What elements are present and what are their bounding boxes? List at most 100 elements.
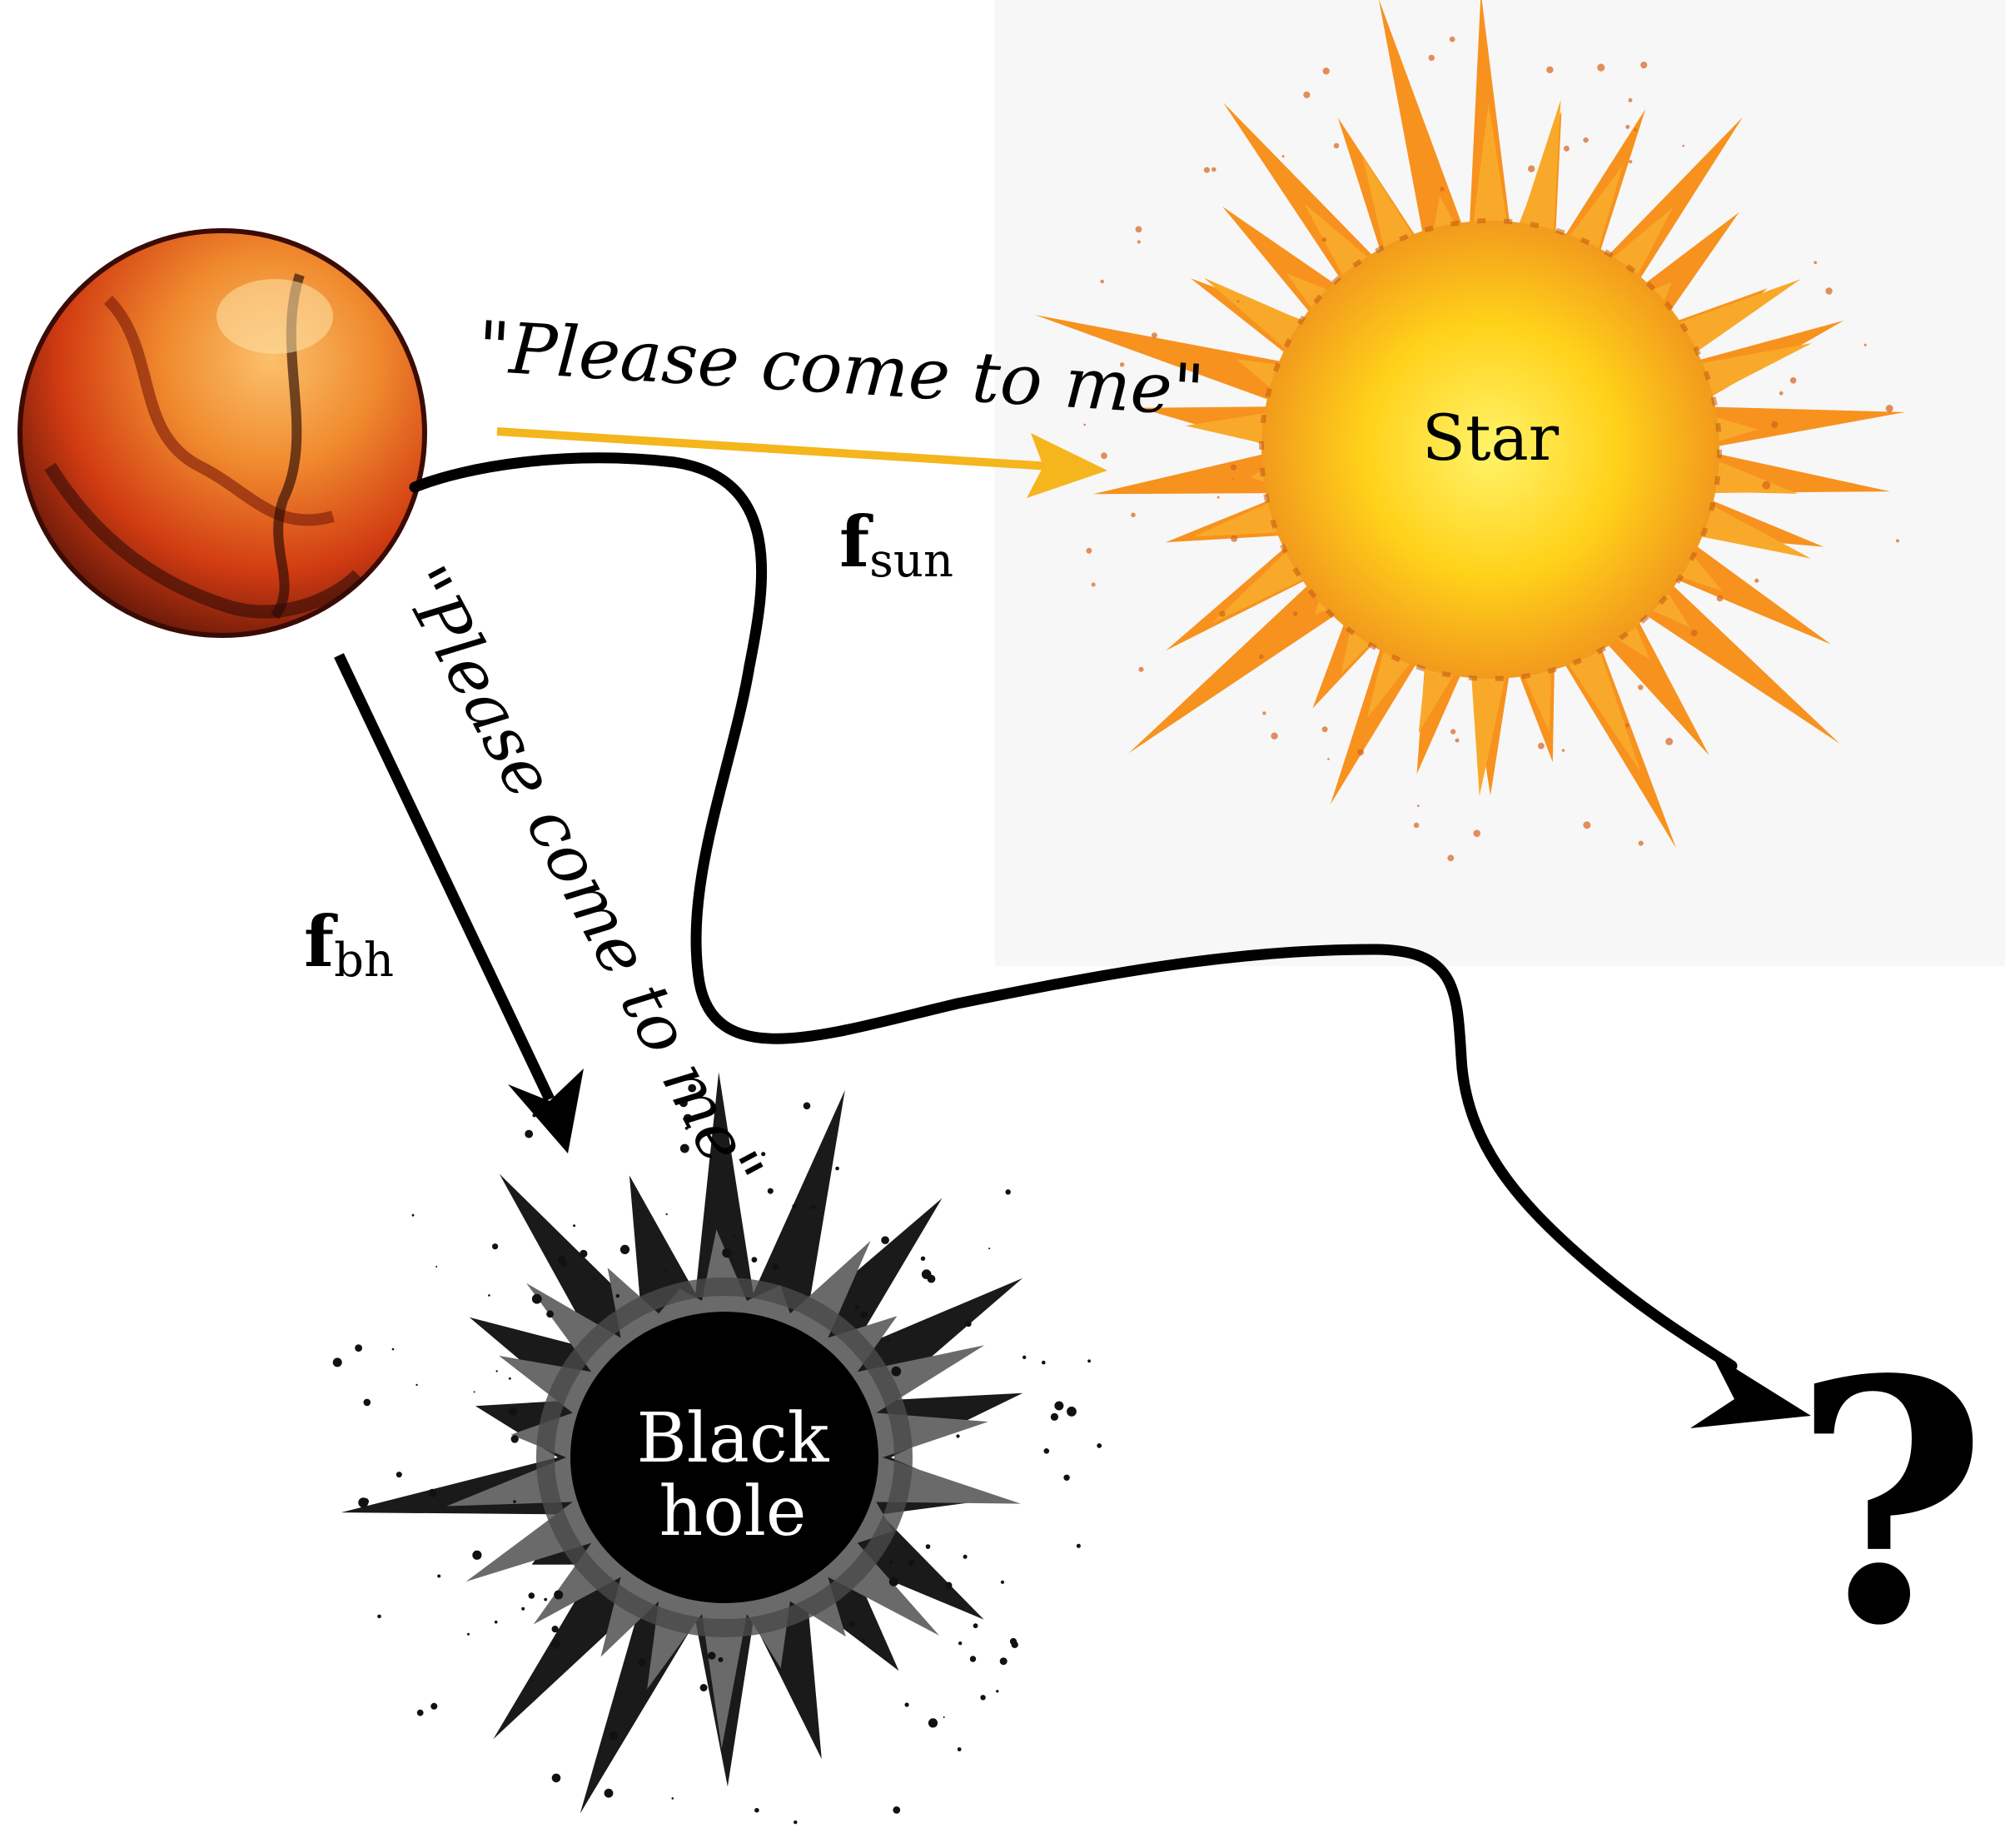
splatter-dot [1885, 405, 1893, 412]
splatter-dot [1009, 1637, 1017, 1646]
splatter-dot [508, 1377, 511, 1380]
splatter-dot [473, 1391, 475, 1393]
splatter-dot [1665, 737, 1674, 745]
splatter-dot [1219, 610, 1226, 617]
splatter-dot [355, 1344, 362, 1352]
splatter-dot [1067, 1407, 1077, 1417]
splatter-dot [772, 1263, 779, 1270]
splatter-dot [428, 1488, 437, 1497]
splatter-dot [988, 1248, 991, 1250]
splatter-dot [1538, 742, 1545, 750]
splatter-dot [358, 1497, 369, 1508]
splatter-dot [1428, 54, 1435, 62]
splatter-dot [1473, 829, 1480, 837]
force-sun-subscript: sun [869, 534, 953, 588]
splatter-dot [999, 1657, 1007, 1666]
splatter-dot [943, 1716, 945, 1718]
splatter-dot [1005, 1189, 1011, 1195]
splatter-dot [638, 1658, 646, 1666]
force-bh-label: fbh [304, 900, 394, 988]
splatter-dot [1321, 237, 1327, 242]
splatter-dot [925, 1544, 931, 1549]
splatter-dot [671, 1797, 674, 1800]
splatter-dot [508, 1407, 518, 1416]
splatter-dot [792, 1203, 797, 1209]
splatter-dot [956, 1434, 960, 1438]
splatter-dot [1271, 732, 1278, 740]
splatter-dot [689, 1096, 692, 1100]
splatter-dot [1449, 36, 1455, 42]
splatter-dot [521, 1606, 525, 1611]
splatter-dot [803, 1102, 811, 1110]
splatter-dot [1086, 547, 1092, 554]
splatter-dot [1216, 496, 1220, 499]
splatter-dot [1825, 287, 1833, 295]
splatter-dot [1303, 91, 1311, 98]
splatter-dot [957, 1747, 962, 1751]
splatter-dot [510, 1435, 519, 1443]
splatter-dot [415, 1383, 418, 1387]
splatter-dot [1076, 1543, 1081, 1548]
splatter-dot [1813, 261, 1818, 265]
splatter-dot [1896, 539, 1899, 543]
splatter-dot [854, 1304, 860, 1310]
splatter-dot [492, 1243, 499, 1250]
splatter-dot [1440, 187, 1445, 192]
splatter-dot [1131, 512, 1136, 518]
splatter-dot [718, 1656, 724, 1662]
splatter-dot [363, 1398, 371, 1407]
splatter-dot [965, 1321, 972, 1327]
splatter-dot [1447, 854, 1455, 862]
black-hole-label-line1: Black [637, 1399, 830, 1478]
splatter-dot [1762, 481, 1771, 490]
splatter-dot [467, 1632, 470, 1636]
black-hole-icon [332, 1072, 1102, 1825]
splatter-dot [664, 1269, 668, 1273]
splatter-dot [928, 1718, 938, 1728]
splatter-dot [546, 1310, 554, 1318]
splatter-dot [679, 1098, 688, 1108]
splatter-dot [544, 1597, 548, 1601]
splatter-dot [615, 1293, 619, 1298]
splatter-dot [551, 1626, 559, 1633]
splatter-dot [889, 1561, 893, 1565]
splatter-dot [1789, 377, 1797, 384]
splatter-dot [665, 1213, 668, 1216]
splatter-dot [1638, 840, 1644, 846]
splatter-dot [1259, 654, 1264, 660]
splatter-dot [963, 1554, 968, 1559]
splatter-dot [699, 1684, 708, 1691]
black-hole-label-line2: hole [659, 1472, 807, 1552]
sun-icon [1035, 0, 1906, 862]
splatter-dot [551, 1773, 561, 1783]
splatter-dot [811, 1204, 816, 1209]
splatter-dot [722, 1248, 732, 1258]
arrow-to-black-hole-head [508, 1068, 584, 1153]
splatter-dot [1203, 167, 1210, 173]
star-label: Star [1422, 401, 1560, 475]
splatter-dot [411, 1213, 415, 1217]
planet-icon [17, 228, 427, 638]
splatter-dot [794, 1701, 797, 1703]
splatter-dot [761, 1152, 766, 1157]
splatter-dot [391, 1347, 395, 1351]
splatter-dot [1119, 362, 1125, 367]
splatter-dot [1625, 124, 1630, 129]
splatter-dot [550, 1639, 560, 1649]
splatter-dot [580, 1249, 588, 1258]
splatter-dot [1137, 240, 1141, 244]
splatter-dot [1583, 821, 1591, 829]
splatter-dot [1754, 578, 1759, 583]
splatter-dot [887, 1337, 890, 1341]
splatter-dot [1416, 804, 1420, 807]
splatter-dot [604, 1788, 614, 1798]
splatter-dot [688, 1083, 697, 1093]
splatter-dot [1455, 738, 1460, 743]
splatter-dot [794, 1820, 798, 1825]
splatter-dot [1528, 165, 1535, 172]
splatter-dot [531, 1293, 542, 1304]
splatter-dot [1000, 1580, 1005, 1584]
splatter-dot [1262, 711, 1266, 715]
splatter-dot [679, 1143, 689, 1153]
